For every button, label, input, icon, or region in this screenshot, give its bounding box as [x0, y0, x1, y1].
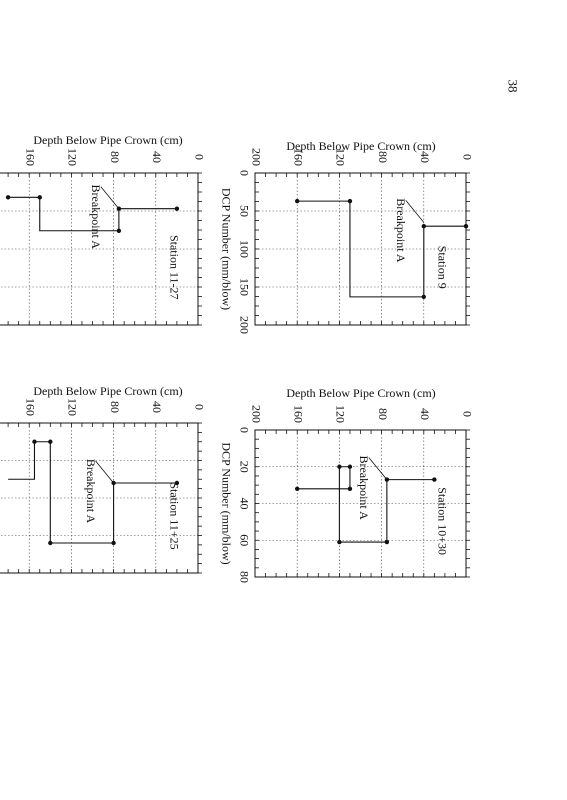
x-tick-label: 150: [237, 278, 251, 296]
y-axis-label: Depth Below Pipe Crown (cm): [286, 386, 435, 400]
chart-title: Station 10+30: [435, 487, 449, 555]
data-point: [337, 464, 342, 469]
y-axis-label: Depth Below Pipe Crown (cm): [286, 139, 435, 153]
data-point: [48, 439, 53, 444]
x-tick-label: 80: [237, 571, 251, 583]
x-tick-label: 60: [237, 534, 251, 546]
y-tick-label: 160: [291, 405, 305, 423]
x-tick-label: 50: [237, 205, 251, 217]
y-tick-label: 40: [150, 151, 164, 163]
data-point: [421, 294, 426, 300]
y-axis-label: Depth Below Pipe Crown (cm): [33, 133, 182, 147]
data-point: [347, 464, 353, 469]
data-point: [174, 206, 180, 211]
y-tick-label: 80: [108, 401, 122, 413]
series-line: [8, 196, 177, 232]
data-point: [295, 486, 300, 491]
y-tick-label: 120: [66, 398, 80, 416]
x-tick-label: 200: [237, 316, 251, 334]
data-point: [174, 480, 180, 486]
data-point: [432, 477, 437, 482]
y-tick-label: 0: [192, 404, 206, 410]
annotation-arrow: [100, 186, 120, 209]
x-axis-label: DCP Number (mm/blow): [219, 188, 233, 310]
data-point: [116, 228, 122, 233]
y-tick-label: 40: [150, 401, 164, 413]
data-point: [463, 224, 469, 229]
y-axis-label: Depth Below Pipe Crown (cm): [33, 384, 182, 398]
annotation-label: Breakpoint A: [89, 185, 103, 250]
y-tick-label: 80: [376, 408, 390, 420]
x-tick-label: 20: [237, 461, 251, 473]
data-point: [48, 540, 53, 546]
data-point: [37, 195, 42, 200]
y-tick-label: 0: [460, 411, 474, 417]
y-tick-label: 0: [192, 154, 206, 160]
x-axis-label: DCP Number (mm/blow): [219, 442, 233, 564]
data-point: [337, 539, 342, 545]
x-tick-label: 0: [237, 170, 251, 176]
annotation-arrow: [95, 460, 114, 484]
x-tick-label: 0: [237, 427, 251, 433]
chart-title: Station 11-27: [167, 235, 181, 300]
series-line: [297, 466, 435, 543]
x-tick-label: 100: [237, 240, 251, 258]
data-point: [347, 198, 353, 204]
y-tick-label: 160: [23, 398, 37, 416]
y-tick-label: 40: [418, 408, 432, 420]
y-tick-label: 160: [291, 148, 305, 166]
chart-1: 200 160 120 80 40 0 0 50 100 150 200 Depth Below Pi…: [219, 139, 474, 334]
chart-3: 200 160 120 80 40 0 0 20 40 60 80 Depth Below Pipe …: [219, 386, 474, 583]
data-point: [5, 195, 11, 200]
data-point: [295, 198, 300, 204]
chart-title: Station 9: [435, 246, 449, 289]
y-tick-label: 200: [249, 148, 263, 166]
y-tick-label: 80: [108, 151, 122, 163]
y-tick-label: 0: [460, 154, 474, 160]
y-tick-label: 80: [376, 151, 390, 163]
data-point: [421, 224, 426, 229]
annotation-label: Breakpoint A: [357, 455, 371, 520]
y-tick-label: 200: [249, 405, 263, 423]
y-tick-label: 40: [418, 151, 432, 163]
y-tick-label: 120: [334, 405, 348, 423]
annotation-arrow: [368, 457, 388, 480]
y-tick-label: 120: [334, 148, 348, 166]
y-tick-label: 160: [23, 148, 37, 166]
annotation-label: Breakpoint A: [84, 459, 98, 524]
series-line: [8, 441, 177, 544]
data-point: [384, 539, 390, 545]
annotation-label: Breakpoint A: [394, 198, 408, 263]
data-point: [347, 486, 353, 491]
series-line: [297, 200, 466, 298]
annotation-arrow: [405, 200, 425, 223]
y-tick-label: 120: [66, 148, 80, 166]
chart-title: Station 11+25: [167, 482, 181, 549]
x-tick-label: 40: [237, 498, 251, 510]
data-point: [111, 540, 116, 546]
data-point: [32, 439, 37, 444]
